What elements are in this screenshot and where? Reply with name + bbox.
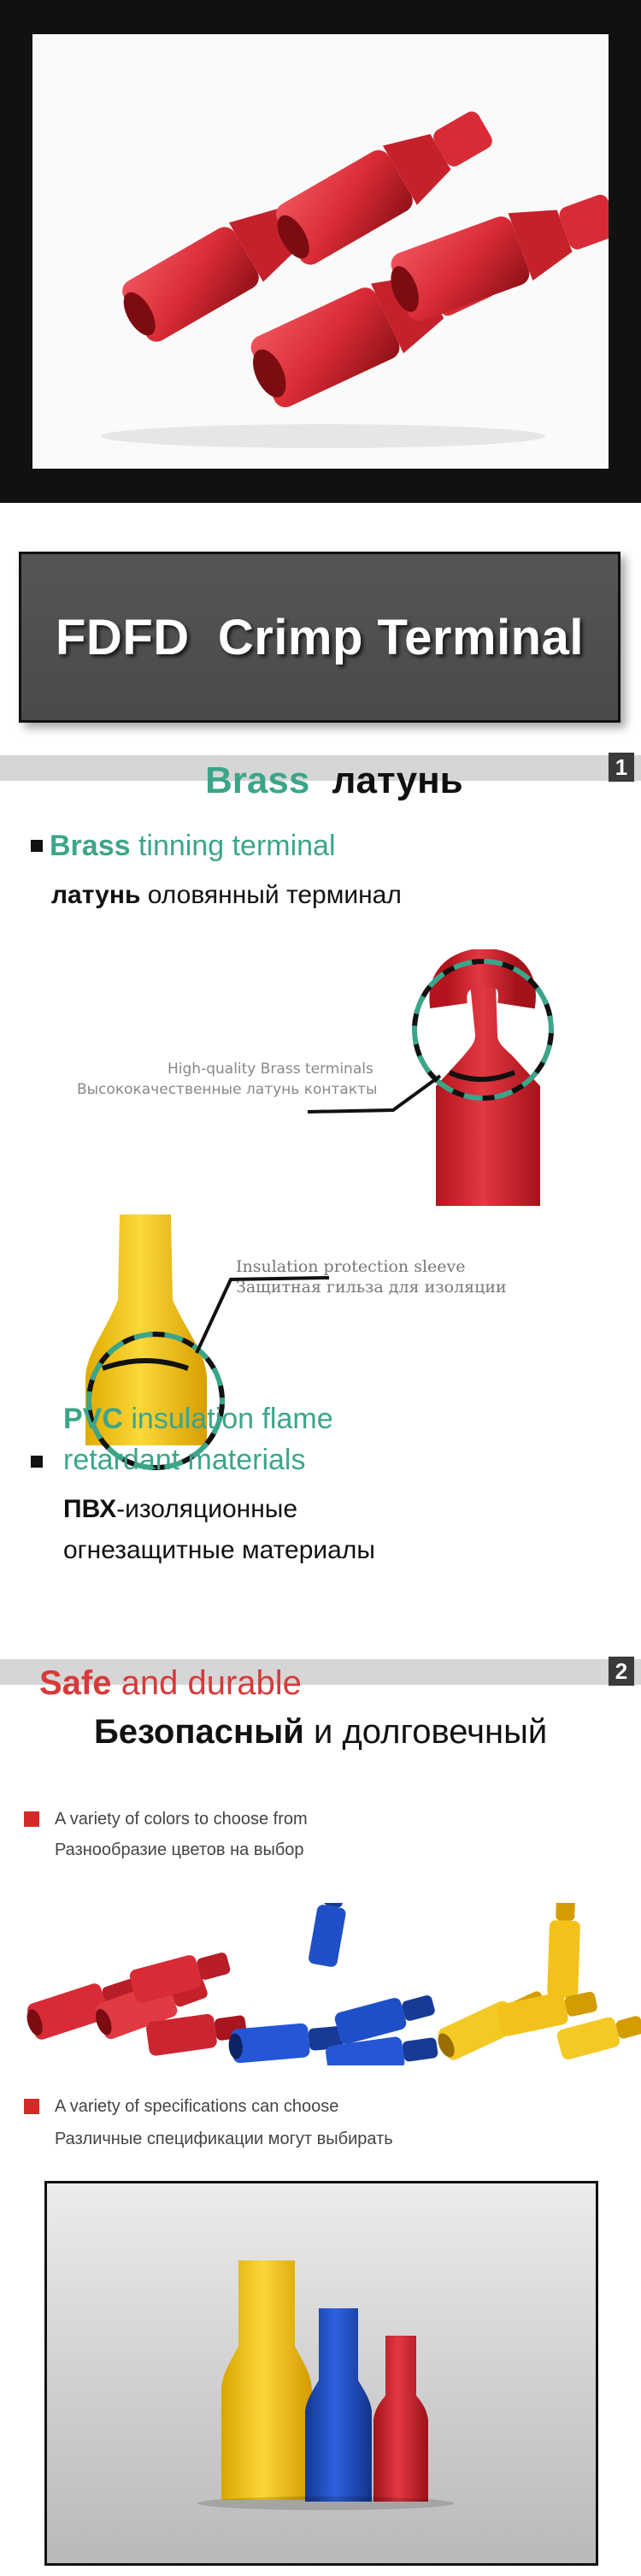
section-1-heading-en: Brass xyxy=(205,759,310,801)
blue-terminals-group xyxy=(228,1903,438,2065)
section-2-heading-ru: Безопасный и долговечный xyxy=(94,1713,547,1752)
section-2-heading-ru-bold: Безопасный xyxy=(94,1713,304,1751)
bullet-2-ru-bold: ПВХ xyxy=(63,1495,117,1523)
red-terminal-diagram xyxy=(307,949,554,1206)
hero-section xyxy=(0,0,641,503)
title-banner: FDFD Crimp Terminal xyxy=(19,552,620,723)
bullet-2-en-rest1: insulation flame xyxy=(122,1403,333,1435)
bullet-marker xyxy=(31,840,43,852)
section-1-heading: Brass латунь xyxy=(205,759,463,802)
bullet-1-ru-rest: оловянный терминал xyxy=(140,881,402,909)
bullet-2-en-line2: retardant materials xyxy=(63,1444,306,1476)
section-2-heading-ru-rest: и долговечный xyxy=(303,1713,548,1751)
red-bullet-marker xyxy=(24,2099,39,2114)
bullet-2-ru-line1: ПВХ-изоляционные xyxy=(63,1495,297,1524)
section-1-bar xyxy=(0,755,641,781)
section-1-number: 1 xyxy=(609,753,634,782)
section-2-heading-en-bold: Safe xyxy=(39,1664,112,1702)
bullet-2-ru-rest1: -изоляционные xyxy=(116,1495,298,1523)
callout-1-en: High-quality Brass terminals xyxy=(168,1061,373,1078)
section-1-heading-ru: латунь xyxy=(332,759,463,801)
section-2-heading-en: Safe and durable xyxy=(39,1664,302,1703)
callout-2-ru: Защитная гильза для изоляции xyxy=(236,1278,507,1297)
red-terminals-group xyxy=(26,1953,247,2056)
bullet-marker xyxy=(31,1456,43,1468)
title-text: FDFD Crimp Terminal xyxy=(56,609,584,665)
red-bullet-marker xyxy=(24,1811,39,1827)
bullet-1-en-rest: tinning terminal xyxy=(130,830,336,862)
bullet-1-ru: латунь оловянный терминал xyxy=(51,881,402,910)
size-comparison-illustration xyxy=(197,2260,454,2510)
callout-1-ru: Высококачественные латунь контакты xyxy=(77,1081,378,1098)
bullet-1-en-bold: Brass xyxy=(50,830,131,862)
callout-2-en: Insulation protection sleeve xyxy=(236,1257,466,1276)
section-2-number: 2 xyxy=(609,1657,634,1686)
note-1-ru: Разнообразие цветов на выбор xyxy=(55,1840,304,1859)
bullet-1-ru-bold: латунь xyxy=(51,881,141,909)
red-terminals-illustration xyxy=(101,111,609,448)
note-2-en: A variety of specifications can choose xyxy=(55,2097,339,2116)
color-variety-photo xyxy=(26,1903,641,2065)
bullet-2-en-line1: PVC insulation flame xyxy=(63,1403,333,1436)
yellow-terminals-group xyxy=(438,1903,641,2060)
note-2-ru: Различные спецификации могут выбирать xyxy=(55,2130,393,2148)
yellow-terminal-diagram xyxy=(85,1214,330,1470)
size-comparison-photo xyxy=(44,2181,598,2566)
bullet-2-en-bold: PVC xyxy=(63,1403,123,1435)
note-1-en: A variety of colors to choose from xyxy=(55,1810,308,1829)
bullet-1-en: Brass tinning terminal xyxy=(50,830,336,863)
bullet-2-ru-line2: огнезащитные материалы xyxy=(63,1536,375,1564)
section-2-heading-en-rest: and durable xyxy=(111,1664,302,1702)
section-2-bar xyxy=(0,1659,641,1685)
hero-photo xyxy=(32,34,609,469)
